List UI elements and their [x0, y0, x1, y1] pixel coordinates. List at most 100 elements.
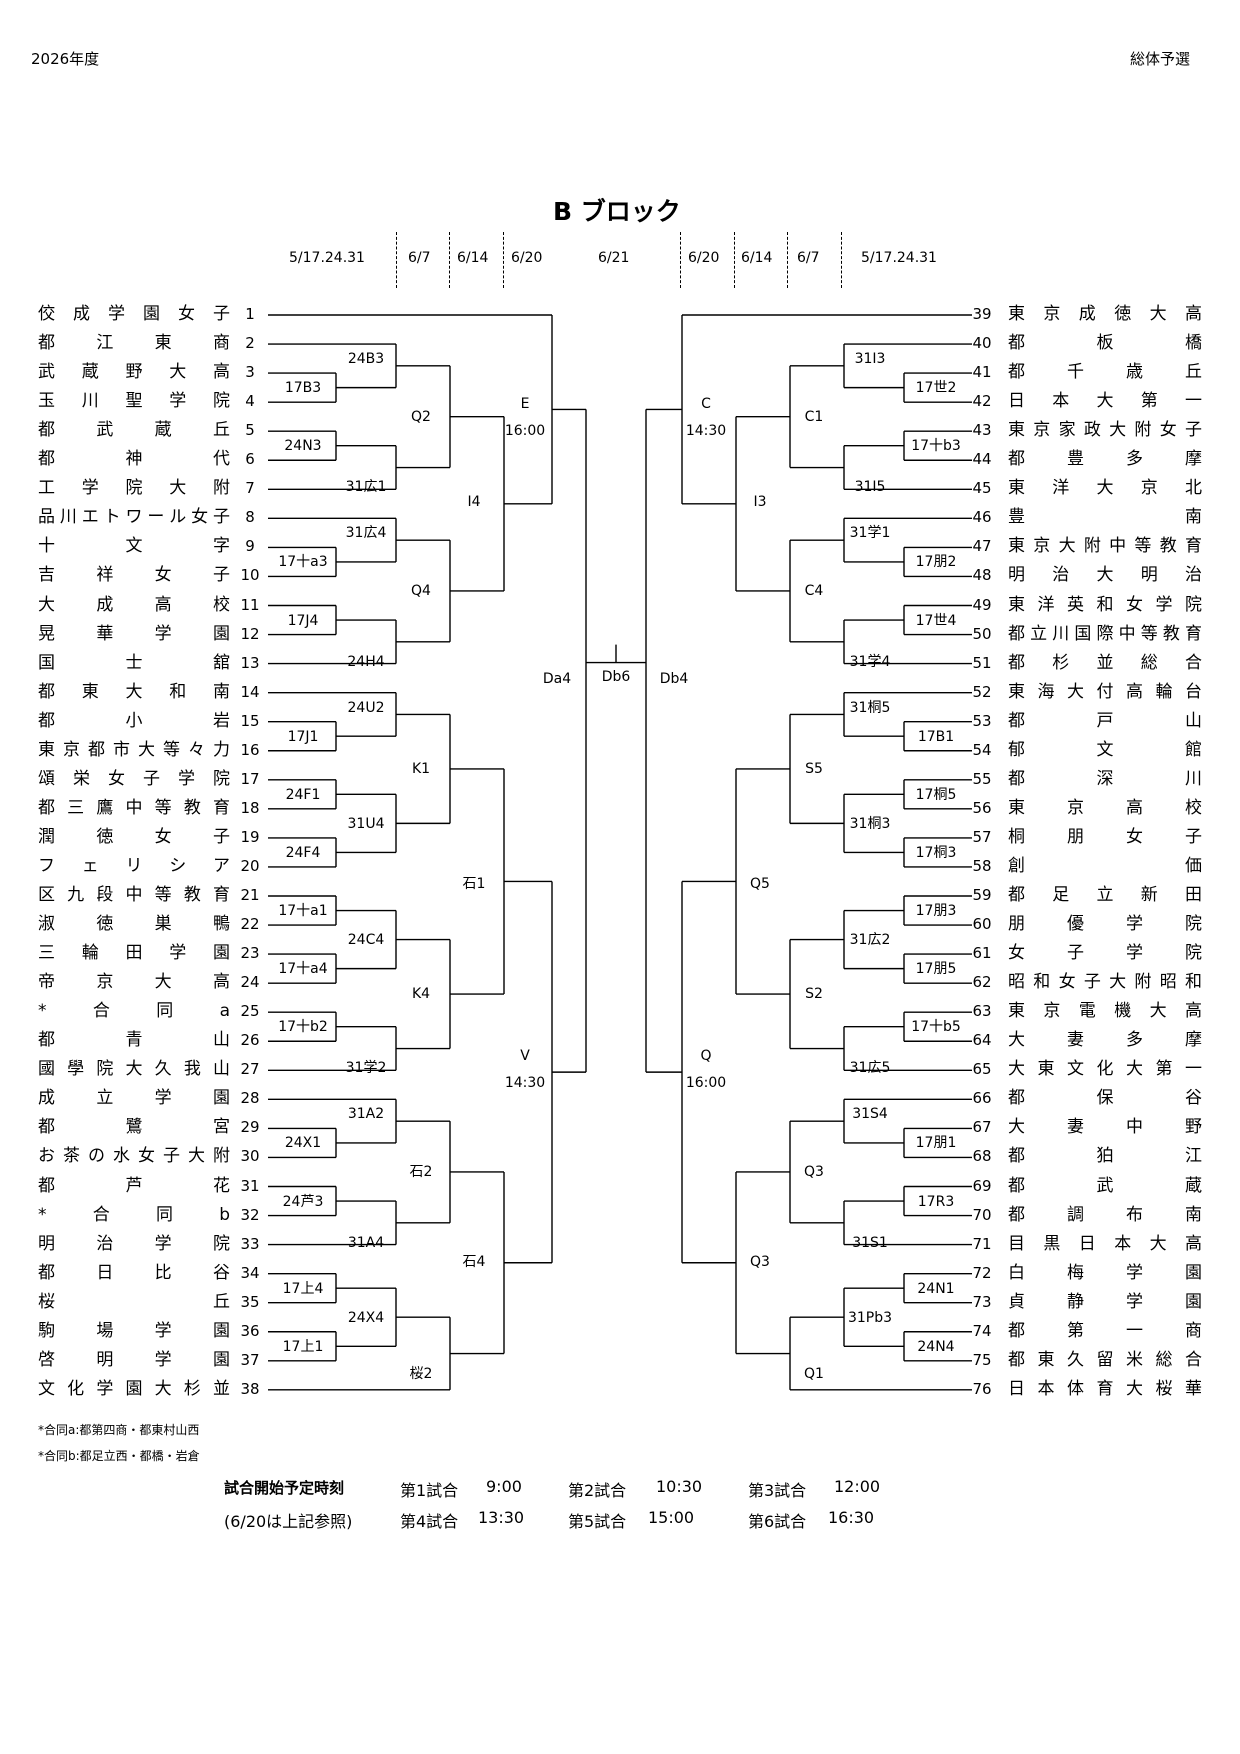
team-number: 1: [245, 305, 255, 323]
footnote-joint-a: *合同a:都第四商・都東村山西: [38, 1423, 200, 1437]
team-name: 大東文化大第一: [1008, 1059, 1202, 1080]
schedule-game-label: 第2試合: [568, 1481, 627, 1500]
team-name: 区九段中等教育: [38, 885, 230, 905]
team-number: 34: [240, 1263, 260, 1282]
match-label: 24X1: [284, 1135, 322, 1152]
year-label: 2026年度: [31, 50, 100, 68]
team-name: 吉祥女子: [38, 565, 230, 586]
team-name: 潤徳女子: [38, 826, 230, 847]
match-label: E: [520, 396, 530, 413]
team-name: 豊南: [1008, 507, 1202, 528]
team-name: 大妻中野: [1008, 1117, 1202, 1138]
team-name: 國學院大久我山: [38, 1059, 230, 1080]
team-name: 日本大第一: [1008, 391, 1202, 412]
date-divider: [396, 232, 397, 288]
match-label: 石4: [462, 1253, 486, 1270]
team-number: 21: [240, 886, 260, 904]
date-divider: [503, 232, 504, 288]
team-name: 都千歳丘: [1008, 362, 1202, 383]
team-number: 52: [972, 682, 992, 701]
team-name: 帝京大高: [38, 972, 230, 993]
team-number: 18: [240, 798, 260, 817]
team-number: 43: [972, 421, 992, 440]
team-name: 東京成徳大高: [1008, 304, 1202, 324]
team-name: 東京大附中等教育: [1008, 536, 1202, 557]
team-name: 明治大明治: [1008, 565, 1202, 586]
team-number: 59: [972, 886, 992, 904]
match-label: 24B3: [347, 351, 385, 368]
team-number: 35: [240, 1292, 260, 1311]
team-number: 63: [972, 1002, 992, 1021]
team-number: 46: [972, 508, 992, 527]
team-name: 佼成学園女子: [38, 304, 230, 324]
match-label: 桜2: [409, 1365, 433, 1382]
team-number: 42: [972, 392, 992, 411]
team-name: 郁文館: [1008, 739, 1202, 760]
match-label: 17朋3: [915, 903, 957, 919]
match-label: 31S1: [852, 1234, 888, 1251]
team-number: 19: [240, 827, 260, 846]
team-number: 58: [972, 856, 992, 875]
schedule-game-label: 第5試合: [568, 1512, 627, 1531]
date-final: 6/21: [598, 250, 630, 266]
team-number: 74: [972, 1321, 992, 1340]
match-label: 石2: [409, 1163, 433, 1180]
team-number: 29: [240, 1118, 260, 1137]
date-divider: [841, 232, 842, 288]
match-label: 17上4: [282, 1280, 324, 1297]
match-label: 17十a1: [278, 903, 328, 919]
footnote-joint-b: *合同b:都足立西・都橋・岩倉: [38, 1449, 200, 1463]
match-label: S5: [805, 760, 823, 777]
event-label: 総体予選: [1130, 50, 1191, 68]
match-label: V: [520, 1048, 530, 1065]
match-label: 16:00: [504, 423, 546, 440]
team-number: 47: [972, 537, 992, 556]
team-name: 日本体育大桜華: [1008, 1378, 1202, 1399]
match-label: 17世4: [915, 612, 957, 629]
schedule-game-label: 第6試合: [748, 1512, 807, 1531]
team-name: 都神代: [38, 449, 230, 470]
match-label: I3: [753, 494, 767, 511]
team-number: 73: [972, 1292, 992, 1311]
match-label: Q2: [411, 408, 431, 425]
team-number: 4: [245, 392, 255, 411]
match-label: 14:30: [685, 423, 727, 440]
match-label: 17桐5: [915, 786, 957, 803]
match-label: Q4: [411, 582, 431, 599]
team-number: 7: [245, 479, 255, 498]
team-number: 10: [240, 566, 260, 585]
match-label: 31学2: [345, 1060, 387, 1077]
match-label: 17十b3: [911, 438, 961, 455]
schedule-game-time: 15:00: [648, 1508, 695, 1527]
team-number: 37: [240, 1350, 260, 1369]
team-name: 大妻多摩: [1008, 1030, 1202, 1051]
team-name: 頌栄女子学院: [38, 768, 230, 789]
match-label: 17B3: [284, 379, 322, 396]
team-number: 65: [972, 1060, 992, 1079]
match-label: 17J4: [287, 612, 319, 629]
match-label: Q3: [804, 1163, 824, 1180]
team-number: 66: [972, 1089, 992, 1108]
match-label: Db4: [659, 670, 689, 687]
team-name: フェリシア: [38, 855, 230, 876]
team-number: 5: [245, 421, 255, 440]
team-name: 朋優学院: [1008, 914, 1202, 935]
team-number: 8: [245, 508, 255, 527]
match-label: 17十b5: [911, 1019, 961, 1036]
team-name: 都武蔵: [1008, 1175, 1202, 1196]
date-divider: [680, 232, 681, 288]
team-number: 14: [240, 682, 260, 701]
team-number: 11: [240, 595, 260, 614]
team-number: 13: [240, 653, 260, 672]
match-label: 31学4: [849, 653, 891, 670]
match-label: 17J1: [287, 728, 319, 745]
match-label: 31広4: [345, 525, 387, 542]
schedule-note: (6/20は上記参照): [224, 1512, 353, 1531]
team-name: 東海大付高輪台: [1008, 681, 1202, 702]
team-number: 27: [240, 1060, 260, 1079]
team-name: 都芦花: [38, 1175, 230, 1196]
team-number: 44: [972, 450, 992, 469]
match-label: 24F1: [285, 786, 321, 803]
team-name: 東京都市大等々力: [38, 739, 230, 760]
match-label: 17桐3: [915, 844, 957, 861]
